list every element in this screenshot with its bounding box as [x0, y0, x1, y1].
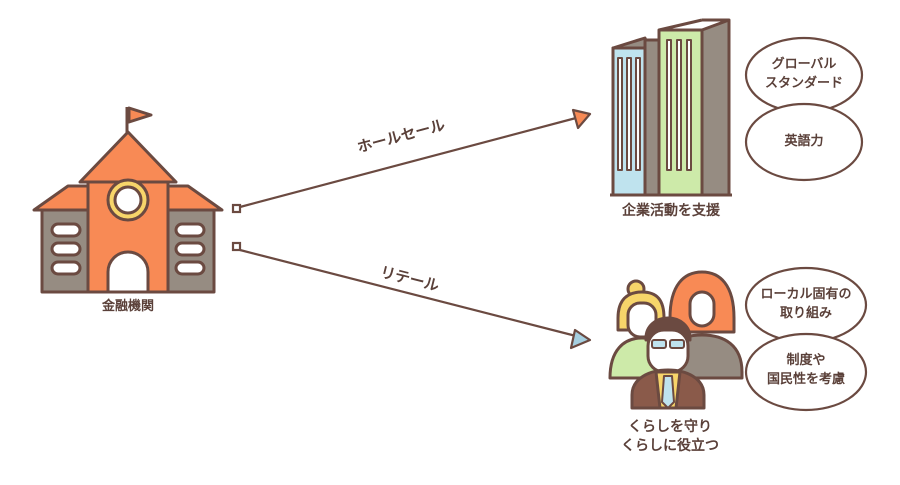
retail-arrow: [231, 241, 592, 350]
bank-building-icon: [32, 106, 224, 294]
bubble-global-standard-line2: スタンダード: [764, 75, 843, 91]
bubble-local-initiatives-line1: ローカル固有の: [760, 287, 852, 302]
bubble-local-initiatives-line2: 取り組み: [779, 305, 832, 321]
bubble-systems-culture-text: 制度や 国民性を考慮: [746, 352, 866, 390]
people-label-line2: くらしに役立つ: [621, 437, 719, 454]
wholesale-arrow: [231, 108, 592, 214]
people-label-line1: くらしを守り: [628, 419, 712, 435]
people-bubbles: [744, 266, 868, 412]
office-buildings-icon: [610, 18, 732, 197]
bubble-systems-culture-line1: 制度や: [786, 353, 826, 368]
institution-label: 金融機関: [101, 299, 154, 314]
corporate-bubbles: [744, 36, 864, 182]
corporate-label: 企業活動を支援: [622, 203, 720, 219]
bubble-english-text: 英語力: [744, 133, 864, 152]
bubble-systems-culture-line2: 国民性を考慮: [766, 371, 845, 387]
bubble-local-initiatives-text: ローカル固有の 取り組み: [746, 286, 866, 324]
people-group-icon: [608, 270, 744, 410]
bubble-english-line1: 英語力: [784, 134, 824, 149]
bubble-global-standard-line1: グローバル: [771, 57, 837, 72]
people-label: くらしを守り くらしに役立つ: [606, 418, 734, 456]
bubble-global-standard-text: グローバル スタンダード: [744, 56, 864, 94]
bubble-english: [744, 102, 864, 182]
bubble-systems-culture: [744, 332, 868, 412]
